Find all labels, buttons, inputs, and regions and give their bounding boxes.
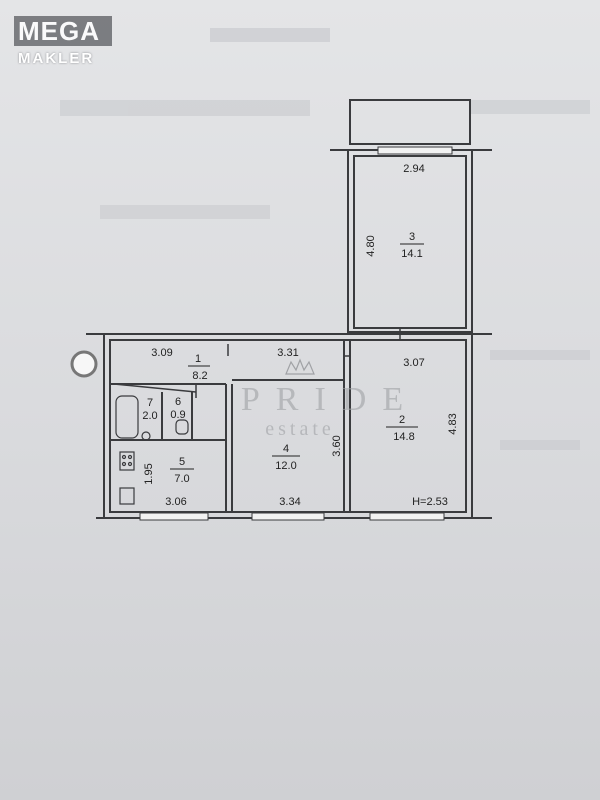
sink-icon — [141, 431, 151, 441]
room-5-number: 5 — [179, 456, 185, 468]
watermark-sub: estate — [265, 418, 335, 440]
dim-room1-left: 3.09 — [151, 347, 172, 359]
toilet-icon — [175, 419, 189, 435]
dim-room4-width: 3.34 — [279, 496, 300, 508]
room-4-number: 4 — [283, 443, 289, 455]
dim-room2-length: 4.83 — [447, 413, 459, 434]
mega-makler-logo: MEGA MAKLER — [14, 16, 112, 67]
crown-icon — [285, 358, 315, 375]
room-2-area: 14.8 — [393, 431, 414, 443]
room-5-area: 7.0 — [174, 473, 189, 485]
dim-room3-length: 4.80 — [365, 235, 377, 256]
bathtub-icon — [115, 395, 139, 439]
room-6-area: 0.9 — [170, 409, 185, 421]
dim-room1-right: 3.31 — [277, 347, 298, 359]
room-labels: 3 14.1 1 8.2 2 14.8 4 12.0 5 7.0 6 0.9 7… — [142, 231, 424, 485]
stove-icon — [119, 451, 135, 471]
room-2-number: 2 — [399, 414, 405, 426]
bathroom-fixtures — [115, 395, 189, 505]
windows — [139, 146, 453, 521]
room-7-area: 2.0 — [142, 410, 157, 422]
room-3-number: 3 — [409, 231, 415, 243]
ghost-text — [60, 28, 590, 450]
dim-room5-width: 3.06 — [165, 496, 186, 508]
dim-room2-width: 3.07 — [403, 357, 424, 369]
room-7-number: 7 — [147, 397, 153, 409]
entrance-marker — [70, 350, 98, 378]
logo-top-text: MEGA — [14, 16, 112, 46]
room-4-area: 12.0 — [275, 460, 296, 472]
doors — [113, 328, 401, 398]
walls — [86, 99, 492, 519]
dim-room3-width: 2.94 — [403, 163, 424, 175]
logo-bottom-text: MAKLER — [18, 50, 95, 67]
room-1-number: 1 — [195, 353, 201, 365]
dimensions: 2.94 4.80 3.09 3.31 3.07 4.83 3.60 3.34 … — [143, 163, 459, 508]
watermark-brand: PRIDE — [241, 381, 419, 418]
sink-kitchen-icon — [119, 487, 135, 505]
room-3-area: 14.1 — [401, 248, 422, 260]
room-1-area: 8.2 — [192, 370, 207, 382]
dim-room5-length: 1.95 — [143, 463, 155, 484]
ceiling-height: H=2.53 — [412, 496, 448, 508]
watermark: PRIDE estate — [241, 358, 419, 440]
room-6-number: 6 — [175, 396, 181, 408]
dim-room4-length: 3.60 — [331, 435, 343, 456]
